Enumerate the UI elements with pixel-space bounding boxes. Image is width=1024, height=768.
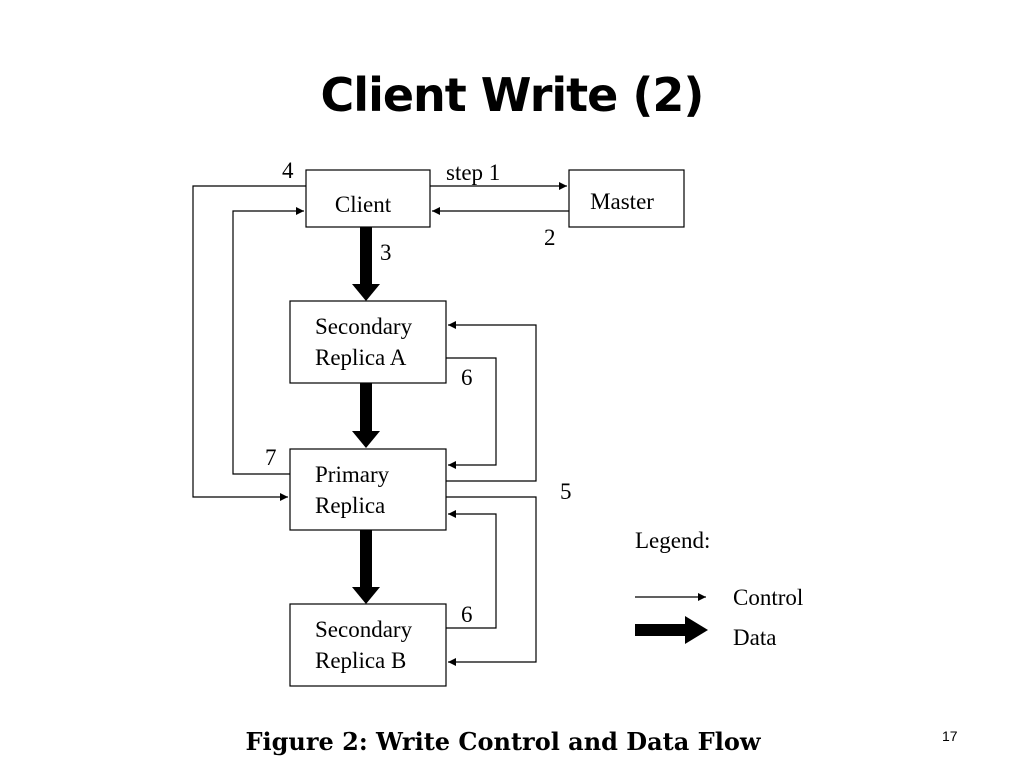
step2-label: 2 [544, 225, 556, 250]
figure-caption: Figure 2: Write Control and Data Flow [245, 727, 761, 756]
step4-label: 4 [282, 158, 294, 183]
legend-data-label: Data [733, 625, 776, 650]
legend-control-label: Control [733, 585, 803, 610]
primary-replica-box [289, 448, 447, 531]
step1-label: step 1 [446, 160, 500, 185]
step6-label-bottom: 6 [461, 602, 473, 627]
legend-data-arrow [635, 616, 708, 644]
slide-title: Client Write (2) [320, 68, 705, 122]
primary-label-line2: Replica [315, 493, 385, 518]
master-label: Master [590, 189, 654, 214]
legend-title: Legend: [635, 528, 710, 553]
master-box [568, 169, 685, 228]
client-box [305, 169, 431, 228]
data-arrow-client-to-secondary-a [352, 227, 380, 301]
client-label: Client [335, 192, 392, 217]
step7-label: 7 [265, 445, 277, 470]
step5-arrow-to-secondary-b [446, 496, 537, 666]
step5-arrow-to-secondary-a [446, 321, 537, 482]
page-number: 17 [942, 728, 958, 744]
step7-arrow [232, 207, 304, 475]
step6-arrow-from-secondary-a [446, 357, 497, 469]
secondary-replica-b-box [289, 603, 447, 687]
data-arrow-secondary-a-to-primary [352, 383, 380, 448]
secondary-b-label-line2: Replica B [315, 648, 406, 673]
secondary-a-label-line2: Replica A [315, 345, 407, 370]
step4-arrow [192, 185, 306, 501]
legend: Legend: Control Data [635, 528, 803, 650]
data-arrow-primary-to-secondary-b [352, 530, 380, 604]
secondary-replica-a-box [289, 300, 447, 384]
step6-label-top: 6 [461, 365, 473, 390]
step5-label: 5 [560, 479, 572, 504]
secondary-a-label-line1: Secondary [315, 314, 413, 339]
primary-label-line1: Primary [315, 462, 390, 487]
step3-label: 3 [380, 240, 392, 265]
secondary-b-label-line1: Secondary [315, 617, 413, 642]
step6-arrow-from-secondary-b [446, 510, 497, 629]
